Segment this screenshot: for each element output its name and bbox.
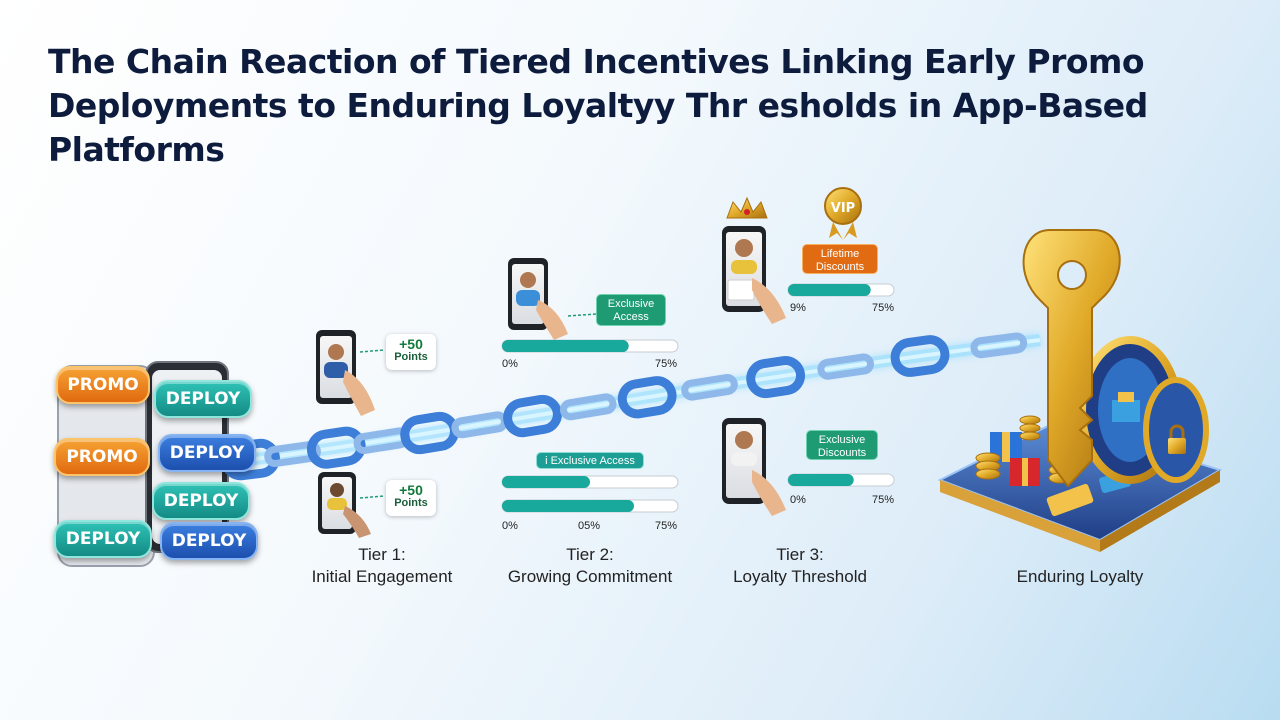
tier2-top-start: 0% [502, 358, 518, 370]
chain-link [890, 335, 950, 377]
chain-link [503, 394, 562, 438]
crown-icon [726, 196, 768, 219]
chain-links [221, 332, 1028, 481]
tier3-progress-low [787, 473, 895, 487]
tier3-phone-top-icon [722, 226, 786, 324]
chain-link [617, 376, 677, 419]
tier3-exclusive-discounts-badge: Exclusive Discounts [806, 430, 878, 460]
page-title: The Chain Reaction of Tiered Incentives … [48, 40, 1248, 172]
tier1-phone-top-icon [316, 330, 375, 416]
vip-text: VIP [831, 201, 855, 216]
tier2-label: Tier 2: Growing Commitment [490, 544, 690, 588]
deploy-button-3[interactable]: DEPLOY [152, 482, 250, 520]
chain-link [970, 332, 1028, 359]
tier3-low-start: 0% [790, 494, 806, 506]
chain-link [681, 373, 738, 401]
tier1-label-line1: Tier 1: [358, 545, 406, 564]
tier2-low-end: 75% [655, 520, 678, 532]
tier2-progress-top [501, 339, 679, 353]
progress-fill [788, 474, 854, 486]
points-unit: Points [394, 497, 428, 509]
chain-link [264, 441, 321, 467]
tier2-phone-icon [508, 258, 568, 340]
tier3-label-line1: Tier 3: [776, 545, 824, 564]
points-value: +50 [399, 482, 423, 498]
tier2-progress-low [501, 499, 679, 513]
tier2-exclusive-access-label: i Exclusive Access [536, 452, 644, 469]
chain-link [559, 393, 617, 421]
tier1-label-line2: Initial Engagement [311, 567, 453, 586]
chain-link [817, 353, 875, 380]
title-line-2: Deployments to Enduring Loyaltyy Thr esh… [48, 86, 1148, 125]
progress-fill [502, 476, 590, 488]
progress-fill [502, 340, 629, 352]
tier1-points-badge-top: +50 Points [386, 334, 436, 370]
tier3-low-end: 75% [872, 494, 895, 506]
tier2-low-mid: 05% [578, 520, 601, 532]
tier3-top-end: 75% [872, 302, 895, 314]
tier3-top-start: 9% [790, 302, 806, 314]
chain-link [306, 426, 366, 469]
title-line-3: Platforms [48, 130, 225, 169]
tier3-lifetime-discounts-badge: Lifetime Discounts [802, 244, 878, 274]
tier2-top-end: 75% [655, 358, 678, 370]
promo-button-2[interactable]: PROMO [54, 438, 150, 476]
tier2-low-start: 0% [502, 520, 518, 532]
deploy-button-1[interactable]: DEPLOY [154, 380, 252, 418]
deploy-button-4[interactable]: DEPLOY [54, 520, 152, 558]
tier2-progress-mid [501, 475, 679, 489]
tier3-label: Tier 3: Loyalty Threshold [710, 544, 890, 588]
tier3-label-line2: Loyalty Threshold [733, 567, 867, 586]
tier2-label-line1: Tier 2: [566, 545, 614, 564]
vip-badge-icon: VIP [824, 187, 862, 240]
chain-link [746, 356, 806, 399]
progress-fill [788, 284, 871, 296]
progress-fill [502, 500, 634, 512]
promo-button-1[interactable]: PROMO [56, 366, 150, 404]
points-value: +50 [399, 336, 423, 352]
tier3-progress-top [787, 283, 895, 297]
golden-key-icon [1022, 229, 1121, 488]
deploy-button-5[interactable]: DEPLOY [160, 522, 258, 560]
tier1-label: Tier 1: Initial Engagement [292, 544, 472, 588]
safe-icon [1078, 336, 1209, 484]
tier2-label-line2: Growing Commitment [507, 567, 673, 586]
title-line-1: The Chain Reaction of Tiered Incentives … [48, 42, 1145, 81]
deploy-button-2[interactable]: DEPLOY [158, 434, 256, 472]
tier3-phone-bottom-icon [722, 418, 786, 516]
points-unit: Points [394, 351, 428, 363]
tier1-phone-bottom-icon [318, 472, 371, 538]
tier2-exclusive-access-badge: Exclusive Access [596, 294, 666, 326]
tier1-points-badge-bottom: +50 Points [386, 480, 436, 516]
enduring-loyalty-label: Enduring Loyalty [1016, 567, 1144, 586]
